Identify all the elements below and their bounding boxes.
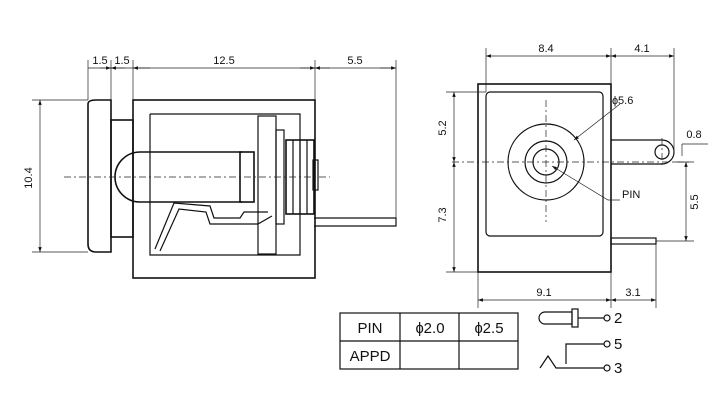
pin-table-header-2-5: ɸ2.5 [474, 320, 503, 337]
hole-leader [573, 103, 621, 141]
pin-table-header-pin: PIN [357, 320, 382, 337]
dim-front-bottom-width: 9.1 [536, 287, 551, 299]
dim-front-width: 8.4 [538, 43, 553, 55]
dim-side-top-1: 1.5 [92, 55, 107, 67]
side-body-outline [132, 99, 316, 279]
pin-table-header-2-0: ɸ2.0 [415, 320, 444, 337]
side-spring-contact [154, 202, 268, 250]
schematic-pin-2: 2 [614, 310, 622, 327]
pin-label: PIN [622, 189, 640, 201]
dim-side-top-4: 5.5 [347, 55, 362, 67]
side-rear-lug [312, 159, 319, 191]
schematic-pin-body [538, 311, 573, 325]
side-solder-tab [314, 217, 397, 227]
front-view: 8.4 4.1 5.2 7.3 9.1 3.1 5.5 0.8 ɸ5.6 PIN [437, 43, 708, 308]
pin-table: PIN ɸ2.0 ɸ2.5 APPD [339, 312, 519, 370]
side-flange-outline [87, 99, 112, 253]
dim-front-right: 5.5 [689, 194, 701, 209]
front-body-inner [485, 91, 604, 237]
schematic-symbol: 2 5 3 [538, 308, 622, 377]
dim-front-offset: 4.1 [634, 43, 649, 55]
schematic-terminal [603, 364, 611, 372]
schematic-pin-collar [571, 308, 579, 328]
front-side-tab [611, 139, 675, 165]
schematic-terminal [603, 314, 611, 322]
side-view: 1.5 1.5 12.5 5.5 10.4 [23, 55, 397, 279]
front-bottom-tab [610, 237, 657, 245]
dim-front-lower: 7.3 [437, 207, 449, 222]
dim-side-left: 10.4 [23, 167, 35, 188]
dim-front-upper: 5.2 [437, 120, 449, 135]
schematic-terminal [603, 340, 611, 348]
front-body-outline [477, 83, 612, 273]
schematic-switch-wire [565, 343, 604, 364]
dim-side-top-3: 12.5 [213, 55, 234, 67]
schematic-pin-5: 5 [614, 336, 622, 353]
pin-table-row-appd: APPD [350, 348, 391, 365]
side-cavity-outline [149, 113, 301, 256]
dim-front-bottom-offset: 3.1 [625, 287, 640, 299]
pin-leader [551, 165, 620, 201]
schematic-spring [539, 354, 604, 369]
dim-tab-thickness: 0.8 [686, 129, 701, 141]
side-spring-contact-inner [159, 208, 273, 252]
hole-dia-label: ɸ5.6 [612, 95, 633, 107]
dim-side-top-2: 1.5 [114, 55, 129, 67]
schematic-pin-3: 3 [614, 360, 622, 377]
side-rear-wall [257, 115, 277, 255]
